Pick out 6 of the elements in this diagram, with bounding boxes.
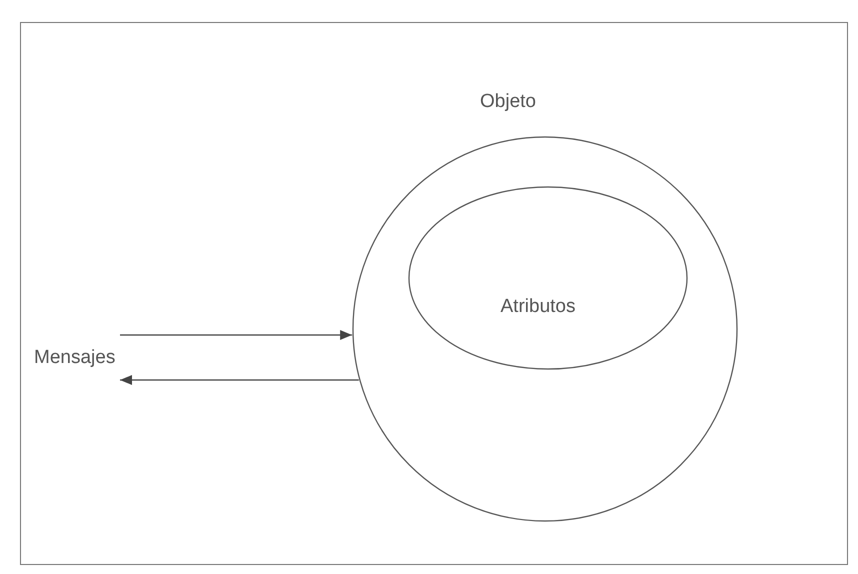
attributes-ellipse — [408, 186, 688, 370]
attributes-label: Atributos — [500, 294, 576, 319]
arrow — [120, 375, 359, 385]
messages-label: Mensajes — [34, 344, 118, 372]
object-title: Objeto — [480, 90, 536, 114]
arrow — [120, 330, 352, 340]
